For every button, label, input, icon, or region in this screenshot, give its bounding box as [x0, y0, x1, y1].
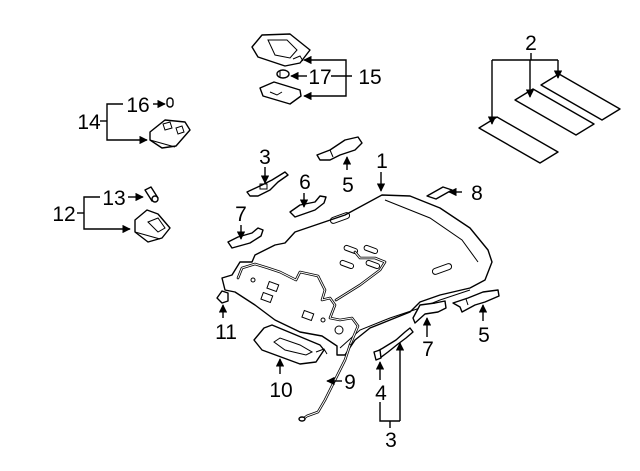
callout-3a: 3 — [259, 146, 271, 169]
grab-handle-upper — [289, 195, 327, 218]
sun-visor — [253, 324, 328, 365]
roof-pad-3 — [540, 73, 621, 121]
callout-1: 1 — [376, 150, 388, 173]
roof-pad-1 — [478, 116, 559, 164]
map-lamp — [149, 119, 191, 149]
callout-2: 2 — [525, 32, 537, 55]
callout-2-leader — [487, 53, 563, 125]
bracket-right — [452, 289, 500, 313]
callout-3b: 3 — [385, 429, 397, 452]
callout-12: 12 — [52, 203, 75, 226]
callout-6: 7 — [235, 203, 247, 226]
callout-5b: 5 — [478, 324, 490, 347]
bracket-upper — [316, 136, 363, 161]
callout-15: 15 — [358, 66, 381, 89]
callout-5a: 5 — [342, 174, 354, 197]
callout-9: 9 — [344, 371, 356, 394]
wire-harness-lower — [298, 343, 352, 422]
callout-3-4-leader — [375, 342, 405, 428]
callout-12-13-leader — [77, 192, 144, 234]
callout-13: 13 — [102, 187, 125, 210]
headliner — [221, 194, 493, 356]
callout-14-16-leader — [100, 99, 166, 145]
console-bulb — [276, 69, 290, 79]
callout-14: 14 — [77, 111, 101, 134]
grab-handle-right — [412, 300, 447, 324]
callout-16: 16 — [126, 94, 149, 117]
pillar-trim — [373, 327, 414, 361]
callout-7b: 7 — [422, 338, 434, 361]
callout-17: 17 — [308, 66, 331, 89]
console-lens — [259, 81, 302, 105]
wire-harness-upper — [236, 250, 387, 347]
callout-8: 8 — [471, 182, 483, 205]
visor-clip — [216, 290, 229, 304]
small-pad — [426, 186, 453, 200]
roof-pads — [478, 73, 621, 164]
map-lamp-bulb — [166, 97, 174, 108]
grab-handle-front — [227, 227, 264, 249]
callout-7a: 6 — [299, 171, 311, 194]
dome-lamp-bulb — [144, 186, 159, 203]
callout-15-17-leader — [290, 55, 352, 101]
callout-11: 11 — [215, 321, 237, 344]
overhead-console — [251, 33, 311, 67]
dome-lamp — [134, 209, 171, 243]
trim-bracket-left — [246, 171, 289, 197]
callout-4: 4 — [375, 382, 387, 405]
callout-10: 10 — [269, 379, 292, 402]
